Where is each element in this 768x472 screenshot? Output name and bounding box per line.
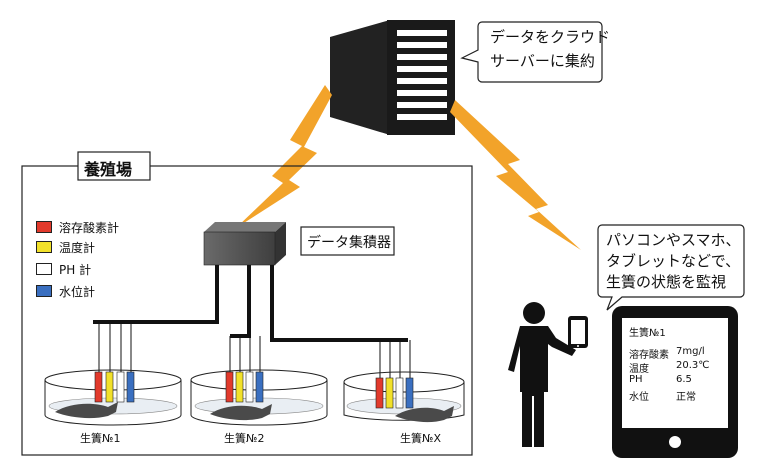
- farm-title-box: [77, 151, 151, 181]
- tablet-title: 生簀№1: [629, 328, 666, 339]
- lightning-icon-right: [450, 100, 581, 250]
- cable-tank1: [93, 265, 219, 324]
- legend-item-ph: PH 計: [36, 261, 91, 277]
- tablet-row-name: 溶存酸素: [629, 350, 669, 361]
- fish-icon: [210, 404, 272, 421]
- legend-item-do: 溶存酸素計: [36, 219, 119, 235]
- tablet-row-value: 正常: [676, 392, 696, 403]
- tablet-row-value: 6.5: [676, 374, 692, 385]
- monitor-callout-line1: パソコンやスマホ、: [606, 231, 741, 249]
- legend-label: 温度計: [59, 240, 96, 255]
- legend-swatch-red: [36, 221, 52, 233]
- tablet-row-value: 20.3℃: [676, 360, 710, 371]
- tank-x-label: 生簀№X: [400, 432, 441, 445]
- collector-label-box: [300, 226, 395, 256]
- legend-swatch-blue: [36, 285, 52, 297]
- monitor-callout-line2: タブレットなどで、: [606, 252, 741, 270]
- monitor-callout-line3: 生簀の状態を監視: [606, 273, 727, 291]
- tablet-row-name: PH: [629, 374, 643, 385]
- legend-swatch-yellow: [36, 241, 52, 253]
- server-callout-line2: サーバーに集約: [490, 52, 595, 70]
- cable-tank2: [230, 265, 251, 338]
- tank-1-label: 生簀№1: [80, 432, 121, 445]
- legend-swatch-white: [36, 263, 52, 275]
- legend-label: 溶存酸素計: [59, 220, 120, 235]
- legend-item-level: 水位計: [36, 283, 95, 299]
- tank-2-label: 生簀№2: [224, 432, 265, 445]
- tablet-row-value: 7mg/l: [676, 346, 705, 357]
- legend-label: 水位計: [59, 284, 96, 299]
- server-icon: [330, 20, 455, 135]
- handheld-tablet-icon: [568, 316, 588, 348]
- lightning-icon-left: [236, 85, 332, 228]
- server-callout-line1: データをクラウド: [490, 28, 611, 46]
- tablet-device: [612, 306, 738, 458]
- collector-label: データ集積器: [307, 235, 391, 251]
- monitor-callout-bubble: [597, 224, 745, 311]
- farm-title: 養殖場: [84, 160, 133, 179]
- legend-item-temp: 温度計: [36, 239, 95, 255]
- tablet-row-name: 温度: [629, 364, 649, 375]
- person-icon: [508, 302, 576, 447]
- tank-x: [343, 371, 465, 423]
- tank-1: [44, 369, 182, 426]
- fish-icon: [395, 406, 454, 423]
- collector-box-icon: [203, 222, 286, 266]
- fish-icon: [55, 402, 118, 419]
- cable-tankx: [270, 265, 408, 342]
- farm-frame: [21, 165, 473, 456]
- tank-2: [190, 369, 328, 426]
- server-callout-bubble: [460, 21, 603, 83]
- tablet-row-name: 水位: [629, 392, 649, 403]
- legend-label: PH 計: [59, 262, 92, 277]
